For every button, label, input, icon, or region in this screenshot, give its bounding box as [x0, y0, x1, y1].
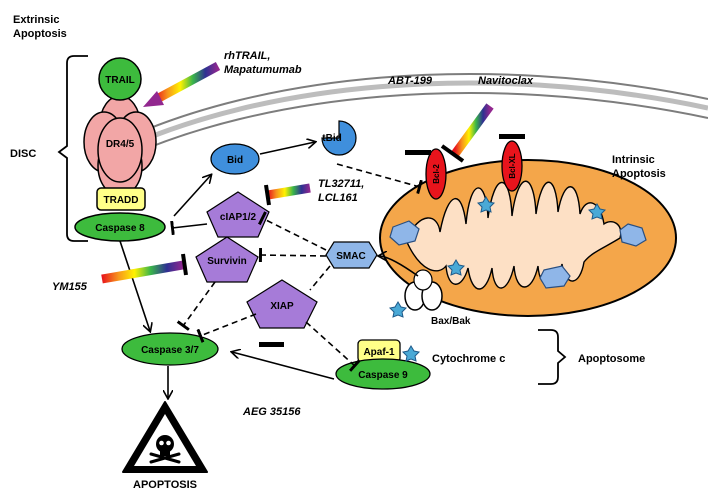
ciap-node	[206, 191, 270, 238]
cytochrome-star-icon	[388, 301, 408, 318]
trail-label: TRAIL	[105, 75, 134, 86]
survivin-node	[195, 236, 259, 283]
drug-rhtrail-bar	[143, 62, 221, 107]
disc-label: DISC	[10, 148, 36, 160]
apoptosome-bracket	[538, 329, 567, 385]
disc-bracket	[57, 55, 88, 242]
caspase37-node	[121, 332, 219, 366]
drug-navitoclax-inhibitor	[440, 103, 494, 163]
drug-ym155-label: YM155	[52, 281, 88, 293]
cytochrome-star-icon	[587, 203, 607, 220]
drug-abt199-label: ABT-199	[387, 75, 433, 87]
intrinsic-label-line1: Intrinsic	[612, 154, 655, 166]
death-receptor-complex	[74, 57, 166, 242]
ciap-label: cIAP1/2	[220, 212, 257, 223]
drug-rhtrail-label-line2: Mapatumumab	[224, 64, 302, 76]
drug-rhtrail-label-line1: rhTRAIL,	[224, 50, 270, 62]
bclxl-label: Bcl-XL	[508, 153, 517, 178]
drug-tl32711-label-line2: LCL161	[318, 192, 358, 204]
xiap-node	[246, 279, 318, 329]
bcl2-label: Bcl-2	[432, 164, 441, 184]
bcl2-node	[425, 148, 447, 200]
drug-navitoclax-inhibitor	[499, 94, 525, 139]
cell-membrane	[118, 73, 708, 161]
intrinsic-label-line2: Apoptosis	[612, 168, 666, 180]
apaf1-label: Apaf-1	[363, 347, 395, 358]
tbid-label: tBid	[322, 133, 341, 144]
drug-ym155-inhibitor	[101, 253, 188, 284]
dr45-label: DR4/5	[106, 139, 135, 150]
extrinsic-label-line1: Extrinsic	[13, 14, 59, 26]
smac-hexagon-icon	[389, 220, 420, 246]
drug-aeg-label: AEG 35156	[242, 406, 301, 418]
caspase9-label: Caspase 9	[358, 370, 408, 381]
drug-navitoclax-label: Navitoclax	[478, 75, 534, 87]
apoptosome-label: Apoptosome	[578, 353, 645, 365]
drug-aeg-inhibitor	[259, 342, 284, 397]
cytochrome-label: Cytochrome c	[432, 353, 505, 365]
inhibition-links	[176, 163, 423, 372]
activation-arrows	[119, 142, 419, 398]
cytochrome-star-icon	[476, 196, 496, 213]
tbid-node	[321, 120, 357, 156]
caspase37-label: Caspase 3/7	[141, 345, 199, 356]
apoptosis-label: APOPTOSIS	[133, 479, 197, 491]
cytochrome-star-icon	[446, 259, 466, 276]
mitochondrion	[379, 159, 677, 317]
bax-bak-pore	[404, 269, 443, 311]
cytochrome-star-icon	[401, 345, 421, 362]
drug-tl32711-label-line1: TL32711,	[318, 178, 364, 190]
bid-node	[210, 143, 260, 175]
baxbak-label: Bax/Bak	[431, 316, 471, 327]
drug-abt199-inhibitor	[405, 94, 431, 155]
drug-tl32711-inhibitor	[264, 183, 311, 206]
bclxl-node	[501, 140, 523, 192]
caspase8-label: Caspase 8	[95, 223, 145, 234]
survivin-label: Survivin	[207, 256, 246, 267]
bid-label: Bid	[227, 155, 243, 166]
smac-hexagon-icon	[619, 223, 647, 247]
smac-label: SMAC	[336, 251, 365, 262]
ciap-caspase8-inhibition	[170, 220, 208, 236]
skull-warning-icon	[122, 401, 208, 473]
smac-hexagon-icon	[539, 265, 571, 289]
extrinsic-label-line2: Apoptosis	[13, 28, 67, 40]
tradd-label: TRADD	[104, 195, 139, 206]
xiap-label: XIAP	[270, 301, 294, 312]
